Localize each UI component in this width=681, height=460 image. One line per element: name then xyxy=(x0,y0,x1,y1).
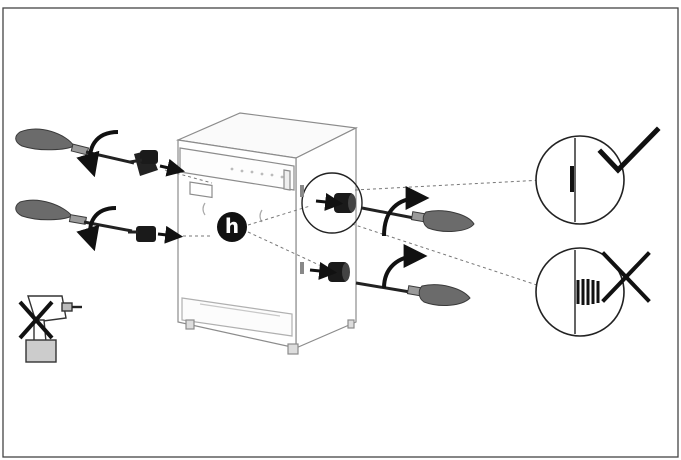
over-tightened-spring xyxy=(576,279,600,305)
screwdriver-upper-right xyxy=(361,206,475,232)
anchor-bottom-left xyxy=(128,226,156,242)
foot-back xyxy=(347,319,355,329)
screwdriver-lower-right xyxy=(355,281,471,306)
foot-left xyxy=(185,319,195,330)
anchor-top-left xyxy=(129,150,158,176)
no-power-drill-icon xyxy=(18,295,82,363)
anchor-right-upper xyxy=(315,192,356,213)
display-window xyxy=(189,181,213,199)
rotation-arrow-upper-right xyxy=(382,186,430,237)
checkmark-icon xyxy=(597,126,661,174)
detail-incorrect xyxy=(535,247,651,337)
cross-icon xyxy=(601,251,651,303)
rotation-arrow-bottom-left xyxy=(76,206,117,252)
foot-right xyxy=(287,343,299,355)
rotation-arrow-lower-right xyxy=(382,244,428,289)
control-buttons xyxy=(230,167,284,179)
direction-arrow-bottom-left xyxy=(157,225,184,244)
rotation-arrow-top-left xyxy=(76,130,119,178)
detail-correct xyxy=(535,126,661,225)
step-marker-circle xyxy=(217,212,247,242)
detail-callout-circle xyxy=(301,172,363,234)
dishwasher-side xyxy=(295,127,357,349)
screwdriver-bottom-left xyxy=(15,199,133,233)
page-frame xyxy=(2,7,679,458)
screwdriver-top-left xyxy=(15,128,135,165)
anchor-right-lower xyxy=(309,261,350,282)
direction-arrow-top-left xyxy=(159,158,186,177)
plinth xyxy=(181,297,293,337)
top-clip xyxy=(283,169,291,191)
